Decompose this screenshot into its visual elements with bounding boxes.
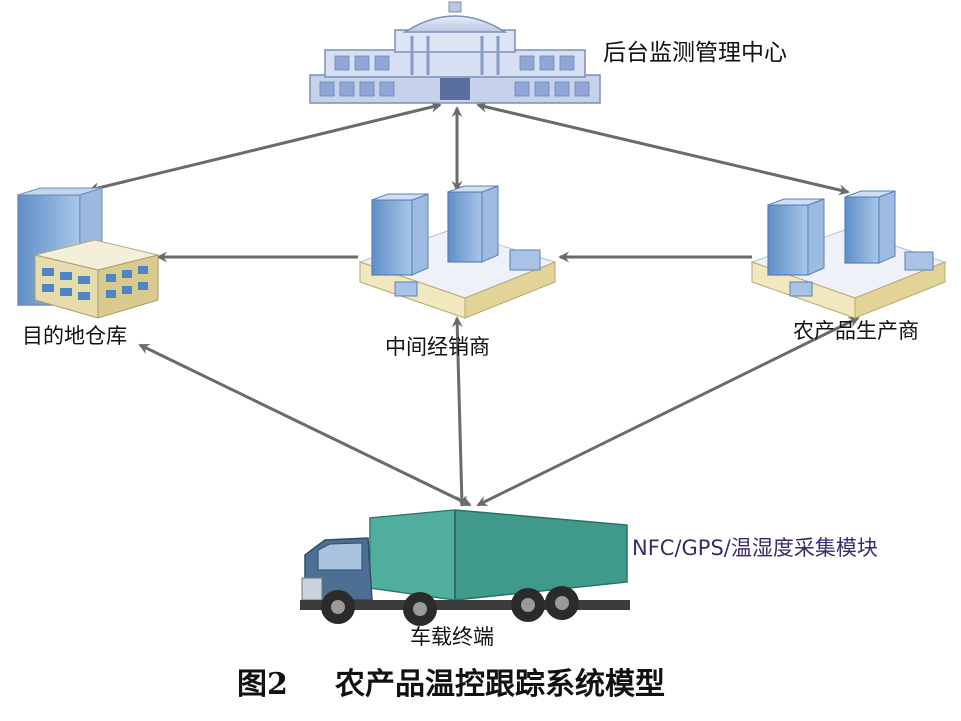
producer-label: 农产品生产商 — [793, 319, 919, 343]
producer-building-icon — [750, 190, 947, 319]
truck-module-label: NFC/GPS/温湿度采集模块 — [632, 536, 878, 560]
arrow-producer-truck — [476, 316, 860, 507]
distributor-label: 中间经销商 — [385, 335, 490, 359]
arrow-warehouse-truck — [138, 343, 472, 507]
truck-icon — [300, 509, 630, 626]
warehouse-building-icon — [17, 187, 159, 319]
warehouse-label: 目的地仓库 — [22, 324, 127, 348]
truck-label: 车载终端 — [410, 625, 494, 649]
distributor-building-icon — [358, 185, 557, 319]
connections — [88, 101, 860, 507]
figure-number: 图2 — [237, 667, 288, 702]
center-label: 后台监测管理中心 — [603, 40, 787, 66]
arrow-distributor-truck — [451, 316, 468, 507]
arrow-center-producer — [476, 101, 850, 196]
monitoring-center-building-icon — [309, 1, 601, 104]
figure-title: 农产品温控跟踪系统模型 — [334, 667, 665, 702]
arrow-center-warehouse — [88, 101, 442, 194]
